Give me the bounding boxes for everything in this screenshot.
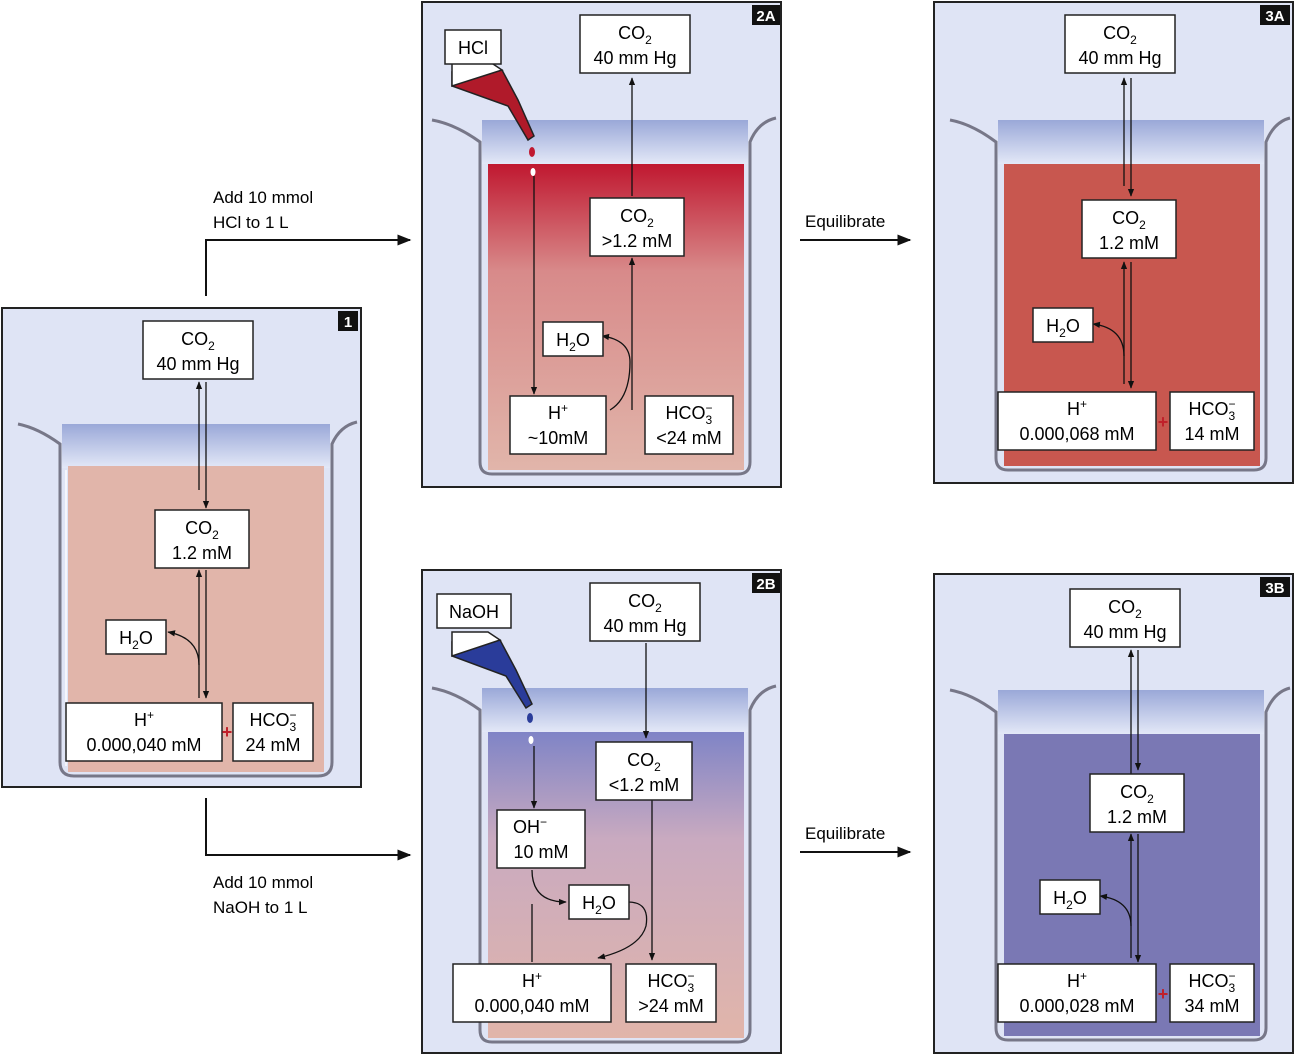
- p3a-hco3-label: HCO−3: [1188, 397, 1235, 423]
- add-hcl-label-line1: Add 10 mmol: [213, 188, 313, 207]
- p3a-plus-sign: +: [1158, 412, 1169, 432]
- panel-3b: 3B CO2 40 mm Hg CO2 1.2 mM H2O H+ 0.000,…: [933, 573, 1294, 1054]
- p3a-h-value: 0.000,068 mM: [1019, 424, 1134, 444]
- add-hcl-label-line2: HCl to 1 L: [213, 213, 289, 232]
- equilibrate-top-label: Equilibrate: [805, 212, 885, 231]
- p1-dissolved-co2-value: 1.2 mM: [172, 543, 232, 563]
- p3b-h-value: 0.000,028 mM: [1019, 996, 1134, 1016]
- p2b-reagent-label: NaOH: [449, 602, 499, 622]
- p3b-hco3-value: 34 mM: [1184, 996, 1239, 1016]
- p2b-hco3-label: HCO−3: [647, 969, 694, 995]
- p2b-h-value: 0.000,040 mM: [474, 996, 589, 1016]
- p3a-gas-co2-value: 40 mm Hg: [1078, 48, 1161, 68]
- panel-1-badge: 1: [344, 314, 352, 331]
- p3a-hco3-value: 14 mM: [1184, 424, 1239, 444]
- p2b-oh-label: OH−: [513, 815, 547, 837]
- p2a-h-value: ~10mM: [528, 428, 589, 448]
- add-naoh-label-line1: Add 10 mmol: [213, 873, 313, 892]
- p2a-hco3-value: <24 mM: [656, 428, 722, 448]
- panel-3a-badge: 3A: [1265, 8, 1284, 25]
- p1-h-value: 0.000,040 mM: [86, 735, 201, 755]
- p1-hco3-value: 24 mM: [245, 735, 300, 755]
- panel-3b-badge: 3B: [1265, 580, 1284, 597]
- p3b-plus-sign: +: [1158, 984, 1169, 1004]
- panel-1: 1 CO2 40 mm Hg CO2 1.2 mM H2O H+ 0.000,0…: [1, 307, 362, 788]
- panel-2b: 2B NaOH CO2 40 mm Hg CO2 <1.2 mM OH− 10 …: [421, 569, 782, 1054]
- p3b-hco3-label: HCO−3: [1188, 969, 1235, 995]
- p1-gas-co2-value: 40 mm Hg: [156, 354, 239, 374]
- p2b-oh-value: 10 mM: [513, 842, 568, 862]
- p3a-dissolved-co2-value: 1.2 mM: [1099, 233, 1159, 253]
- equilibrate-bottom-label: Equilibrate: [805, 824, 885, 843]
- p1-hco3-label: HCO−3: [249, 708, 296, 734]
- add-hcl-arrow: [205, 234, 412, 296]
- add-naoh-arrow: [205, 798, 412, 861]
- add-naoh-label-line2: NaOH to 1 L: [213, 898, 308, 917]
- p3b-dissolved-co2-value: 1.2 mM: [1107, 807, 1167, 827]
- panel-2a-badge: 2A: [756, 8, 775, 25]
- p2a-hco3-label: HCO−3: [665, 401, 712, 427]
- p2a-gas-co2-value: 40 mm Hg: [593, 48, 676, 68]
- panel-2a: 2A HCl CO2 40 mm Hg CO2 >1.2 mM H2O H+: [421, 1, 782, 488]
- naoh-dropper-icon: [451, 631, 534, 744]
- p3b-gas-co2-value: 40 mm Hg: [1083, 622, 1166, 642]
- p2b-dissolved-co2-value: <1.2 mM: [609, 775, 680, 795]
- panel-1-badge-bg: [338, 311, 358, 331]
- p2a-dissolved-co2-value: >1.2 mM: [602, 231, 673, 251]
- p2b-gas-co2-value: 40 mm Hg: [603, 616, 686, 636]
- hcl-dropper-icon: [451, 61, 536, 176]
- panel-2b-badge: 2B: [756, 576, 775, 593]
- panel-3a: 3A CO2 40 mm Hg CO2 1.2 mM H2O H+ 0.000,…: [933, 1, 1294, 484]
- p1-plus-sign: +: [222, 722, 233, 742]
- p2b-hco3-value: >24 mM: [638, 996, 704, 1016]
- p2a-reagent-label: HCl: [458, 38, 488, 58]
